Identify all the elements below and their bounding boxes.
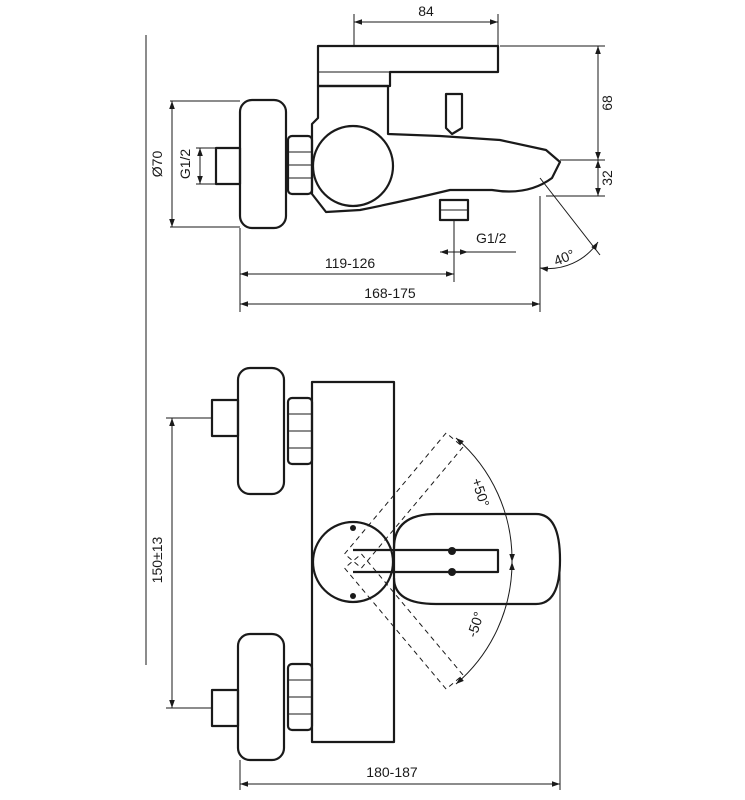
dim-arc-spout-angle [539,241,599,272]
dim-label-height-lower: 32 [599,170,615,186]
dim-label-rotation-plus: +50° [469,476,493,509]
rotation-arc-minus [455,561,515,685]
lever-position-plus [343,432,464,569]
mixer-body [310,84,562,214]
front-body [310,380,396,744]
front-knob [311,520,395,604]
cartridge-circle [311,124,395,208]
dim-label-spout-angle: 40° [551,246,577,269]
rotation-arc-plus [455,437,515,563]
dim-label-outlet-thread: G1/2 [476,230,507,246]
dim-label-depth-outer: 168-175 [364,285,416,301]
lower-inlet-stub [210,688,240,728]
dim-label-top-width: 84 [418,3,434,19]
dim-label-rotation-minus: -50° [464,610,487,640]
diverter-button [444,92,464,136]
dim-label-overall-width: 180-187 [366,764,418,780]
front-lever [353,548,500,574]
dim-label-center-spacing: 150±13 [149,536,165,583]
lever-handle [316,44,500,88]
side-view [169,14,605,312]
dim-label-inlet-thread: G1/2 [177,149,193,180]
inlet-stub [214,146,242,186]
spout-outline [392,512,562,606]
rosette [238,98,288,230]
lower-rosette [236,632,286,762]
dim-label-depth-inner: 119-126 [325,255,376,271]
upper-inlet-stub [210,398,240,438]
lever-position-minus [343,553,464,690]
upper-rosette [236,366,286,496]
front-view [166,366,562,790]
dim-label-height-upper: 68 [599,95,615,111]
dim-label-diameter: Ø70 [149,151,165,178]
